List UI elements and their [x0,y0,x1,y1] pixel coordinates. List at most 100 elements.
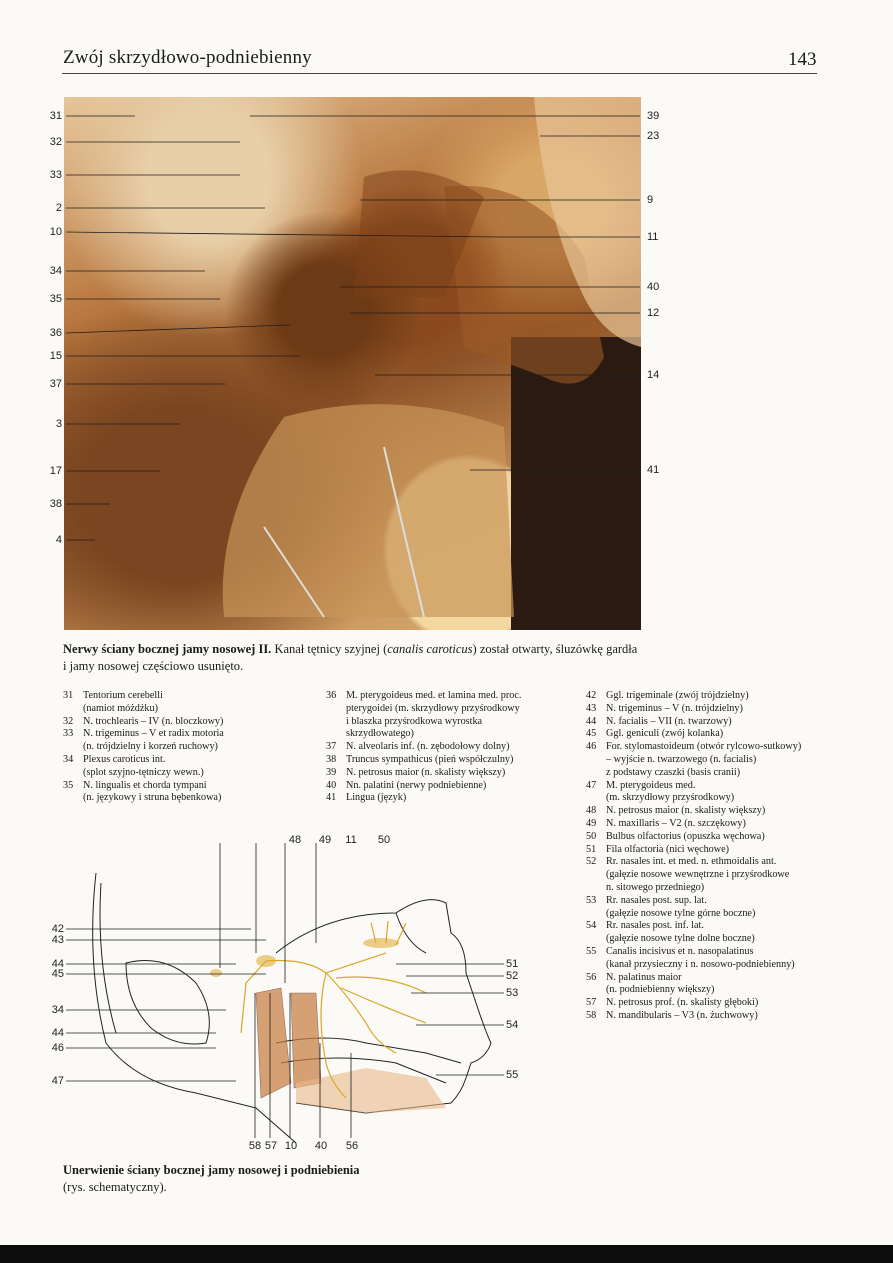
photo-label: 33 [49,169,62,181]
photo-label: 10 [49,226,62,238]
legend-text: Nn. palatini (nerwy podniebienne) [346,779,487,791]
schema-label: 42 [51,923,64,935]
legend-row: (n. podniebienny większy) [586,984,826,997]
schema-label: 44 [51,958,64,970]
legend-number [586,959,606,972]
schema-label: 47 [51,1075,64,1087]
legend-row: (namiot móżdżku) [63,703,308,716]
photo-label: 17 [49,465,62,477]
photo-label: 32 [49,136,62,148]
legend-number: 31 [63,690,74,701]
anatomical-photograph [64,97,641,630]
legend-row: (n. językowy i struna bębenkowa) [63,792,308,805]
caption-text: ) został otwarty, śluzówkę gardła [472,642,638,656]
photo-overlay [222,97,641,618]
legend-row: (gałęzie nosowe wewnętrzne i przyśrodkow… [586,869,826,882]
legend-number: 46 [586,741,597,753]
legend-number [63,741,83,754]
legend-text: N. trochlearis – IV (n. bloczkowy) [83,715,224,727]
schema-caption: Unerwienie ściany bocznej jamy nosowej i… [63,1162,463,1196]
legend-number [63,792,83,805]
legend-text: Lingua (język) [346,792,407,804]
schema-label: 58 [248,1140,262,1152]
legend-number: 49 [586,817,597,829]
legend-number: 45 [586,728,597,740]
legend-text: (n. trójdzielny i korzeń ruchowy) [83,741,218,753]
legend-number [586,767,606,780]
legend-text: (n. językowy i struna bębenkowa) [83,792,222,804]
legend-number: 51 [586,843,597,855]
legend-number: 32 [63,715,74,727]
legend-text: (gałęzie nosowe tylne górne boczne) [606,907,756,919]
legend-text: Plexus caroticus int. [83,753,166,765]
legend-number [586,882,606,895]
legend-row: 51 Fila olfactoria (nici węchowe) [586,844,826,857]
caption-text: Kanał tętnicy szyjnej ( [271,642,388,656]
legend-text: (gałęzie nosowe wewnętrzne i przyśrodkow… [606,869,790,881]
legend-number: 57 [586,997,597,1009]
legend-row: (m. skrzydłowy przyśrodkowy) [586,792,826,805]
legend-text: N. lingualis et chorda tympani [83,779,207,791]
legend-row: (gałęzie nosowe tylne górne boczne) [586,908,826,921]
photo-label: 37 [49,378,62,390]
caption-bold: Nerwy ściany bocznej jamy nosowej II. [63,642,272,656]
photo-caption: Nerwy ściany bocznej jamy nosowej II. Ka… [63,641,653,675]
photo-label: 12 [647,307,660,319]
schema-label: 56 [345,1140,359,1152]
schema-label: 48 [288,834,302,846]
legend-number [63,767,83,780]
photo-label: 41 [647,464,660,476]
legend-text: i blaszka przyśrodkowa wyrostka [346,715,483,727]
photo-label: 38 [49,498,62,510]
photo-label: 35 [49,293,62,305]
legend-row: (kanał przysieczny i n. nosowo-podniebie… [586,959,826,972]
legend-text: Fila olfactoria (nici węchowe) [606,843,730,855]
legend-text: Rr. nasales post. inf. lat. [606,920,704,932]
schema-label: 57 [264,1140,278,1152]
legend-text: Ggl. geniculi (zwój kolanka) [606,728,724,740]
legend-text: (m. skrzydłowy przyśrodkowy) [606,792,735,804]
legend-number: 37 [326,741,337,753]
legend-text: (namiot móżdżku) [83,702,158,714]
photo-background-dark [511,337,641,630]
photo-label: 4 [55,534,62,546]
scan-edge-strip [0,1245,893,1263]
schema-label: 51 [506,958,519,970]
caption-italic: canalis caroticus [387,642,473,656]
photo-label: 3 [55,418,62,430]
photo-label: 11 [647,231,659,243]
legend-text: Truncus sympathicus (pień współczulny) [346,753,514,765]
schema-label: 40 [314,1140,328,1152]
legend-text: M. pterygoideus med. et lamina med. proc… [346,690,522,701]
photo-label: 31 [49,110,62,122]
header-rule [62,73,817,74]
legend-number [586,792,606,805]
legend-text: (kanał przysieczny i n. nosowo-podniebie… [606,958,795,970]
legend-number: 43 [586,702,597,714]
legend-text: (n. podniebienny większy) [606,984,715,996]
legend-text: Rr. nasales post. sup. lat. [606,894,707,906]
legend-row: z podstawy czaszki (basis cranii) [586,767,826,780]
caption-text: (rys. schematyczny). [63,1180,167,1194]
legend-text: N. palatinus maior [606,971,682,983]
legend-number: 55 [586,945,597,957]
schema-label: 55 [506,1069,519,1081]
caption-text: i jamy nosowej częściowo usunięto. [63,659,244,673]
legend-row: i blaszka przyśrodkowa wyrostka [326,716,571,729]
legend-text: Tentorium cerebelli [83,690,163,701]
schema-label: 43 [51,934,64,946]
schema-label: 54 [506,1019,519,1031]
schema-label: 45 [51,968,64,980]
schema-label: 52 [506,970,519,982]
legend-text: Bulbus olfactorius (opuszka węchowa) [606,830,765,842]
